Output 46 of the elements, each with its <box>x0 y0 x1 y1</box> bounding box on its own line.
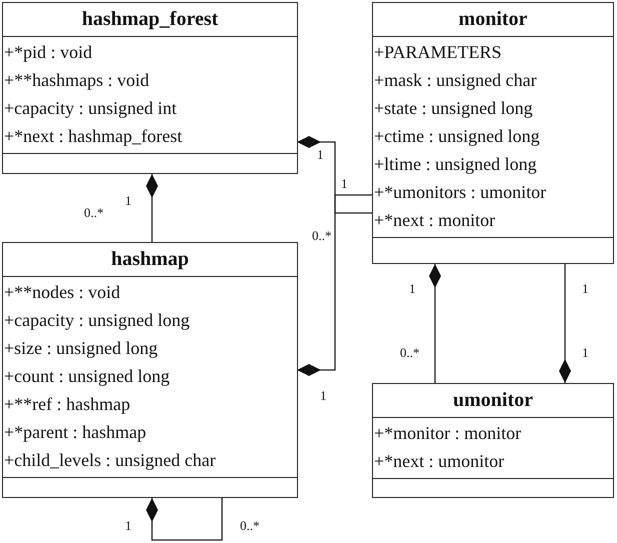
class-box <box>372 383 614 498</box>
attribute: +*next : monitor <box>373 209 496 232</box>
multiplicity-label: 0..* <box>312 228 332 244</box>
multiplicity-label: 1 <box>582 281 588 297</box>
attribute: +mask : unsigned char <box>373 69 537 92</box>
composition-line <box>146 174 158 242</box>
class-box <box>2 2 298 174</box>
multiplicity-label: 1 <box>582 345 588 361</box>
attribute: +**ref : hashmap <box>3 393 130 416</box>
attribute: +*next : hashmap_forest <box>3 125 182 148</box>
attribute: +count : unsigned long <box>3 365 170 388</box>
attribute: +size : unsigned long <box>3 337 158 360</box>
attribute: +*umonitors : umonitor <box>373 181 546 204</box>
attribute: +ctime : unsigned long <box>373 125 540 148</box>
class-box <box>372 2 614 264</box>
multiplicity-label: 1 <box>341 176 348 192</box>
composition-line <box>297 136 372 214</box>
multiplicity-label: 0..* <box>240 518 260 534</box>
multiplicity-label: 1 <box>320 388 326 404</box>
multiplicity-label: 0..* <box>400 345 420 361</box>
attribute: +capacity : unsigned int <box>3 97 177 120</box>
multiplicity-label: 1 <box>317 147 324 163</box>
class-name: hashmap_forest <box>82 8 218 30</box>
attribute: +capacity : unsigned long <box>3 309 190 332</box>
attribute: +*pid : void <box>3 41 92 64</box>
attribute: +PARAMETERS <box>373 41 502 64</box>
composition-line <box>297 194 372 376</box>
attribute: +**hashmaps : void <box>3 69 150 92</box>
attribute: +*next : umonitor <box>373 450 504 473</box>
attribute: +*parent : hashmap <box>3 421 146 444</box>
composition-line <box>429 264 441 383</box>
multiplicity-label: 1 <box>409 281 416 297</box>
attribute: +*monitor : monitor <box>373 422 522 445</box>
attribute: +ltime : unsigned long <box>373 153 537 176</box>
multiplicity-label: 0..* <box>84 205 104 221</box>
composition-line <box>146 498 223 541</box>
attribute: +state : unsigned long <box>373 97 533 120</box>
multiplicity-label: 1 <box>125 193 132 209</box>
attribute: +**nodes : void <box>3 281 120 304</box>
composition-line <box>559 264 571 383</box>
class-box <box>2 242 298 498</box>
multiplicity-label: 1 <box>125 518 132 534</box>
class-name: umonitor <box>453 389 533 411</box>
class-name: monitor <box>458 8 528 30</box>
class-name: hashmap <box>111 248 189 270</box>
attribute: +child_levels : unsigned char <box>3 449 216 472</box>
